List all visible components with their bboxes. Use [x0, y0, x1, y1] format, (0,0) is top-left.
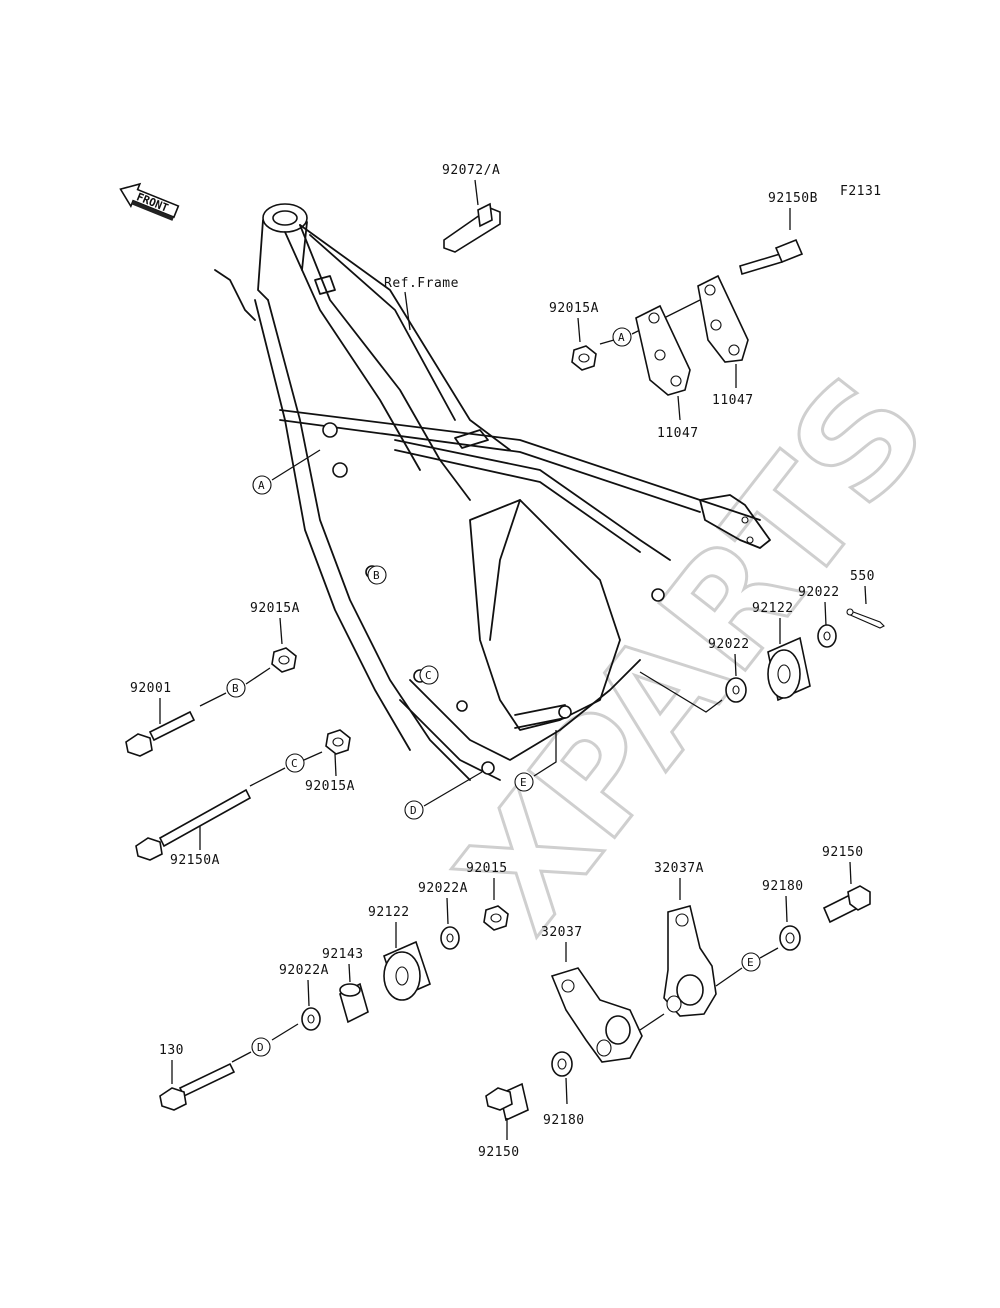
svg-text:B: B — [373, 569, 380, 582]
label-92143: 92143 — [322, 947, 364, 962]
part-92150-bolt-a — [822, 885, 871, 924]
label-92180-b: 92180 — [543, 1113, 585, 1128]
part-92180-washer-b — [551, 1051, 573, 1077]
callout-A-top: A — [612, 327, 632, 347]
part-92022A-washer-b — [301, 1007, 321, 1031]
label-92015: 92015 — [466, 861, 508, 876]
label-32037: 32037 — [541, 925, 583, 940]
callout-C-bolt: C — [285, 753, 305, 773]
part-550-cotter-pin — [846, 608, 885, 629]
label-92001: 92001 — [130, 681, 172, 696]
callout-E-frame: E — [514, 772, 534, 792]
part-92150-bolt-b — [485, 1082, 529, 1122]
label-11047-b: 11047 — [712, 393, 754, 408]
part-92122-rubber-a — [767, 636, 811, 702]
svg-text:D: D — [410, 804, 417, 817]
motorcycle-frame — [214, 203, 771, 781]
svg-text:E: E — [747, 956, 754, 969]
part-92015-nut — [483, 905, 509, 931]
part-92143-collar — [339, 982, 369, 1024]
label-92022A-b: 92022A — [279, 963, 329, 978]
part-92015A-nut-b — [271, 647, 297, 673]
label-550: 550 — [850, 569, 875, 584]
label-92150-a: 92150 — [822, 845, 864, 860]
label-11047-a: 11047 — [657, 426, 699, 441]
part-92122-rubber-b — [383, 940, 431, 1001]
label-92180-a: 92180 — [762, 879, 804, 894]
part-92022-washer-b — [725, 677, 747, 703]
label-92122-b: 92122 — [368, 905, 410, 920]
part-92015A-nut-top — [571, 345, 597, 371]
svg-text:A: A — [258, 479, 265, 492]
svg-text:B: B — [232, 682, 239, 695]
svg-text:D: D — [257, 1041, 264, 1054]
callout-D-bolt: D — [251, 1037, 271, 1057]
callout-E-bracket: E — [741, 952, 761, 972]
ref-frame-label: Ref.Frame — [384, 276, 459, 291]
label-92015A-b: 92015A — [250, 601, 300, 616]
label-92122-a: 92122 — [752, 601, 794, 616]
part-92022-washer-a — [817, 624, 837, 648]
label-92015A-c: 92015A — [305, 779, 355, 794]
label-92022-b: 92022 — [708, 637, 750, 652]
callout-D-frame: D — [404, 800, 424, 820]
label-92072A: 92072/A — [442, 163, 500, 178]
callout-C-frame: C — [419, 665, 439, 685]
part-92015A-nut-c — [325, 729, 351, 755]
label-92150A: 92150A — [170, 853, 220, 868]
label-32037A: 32037A — [654, 861, 704, 876]
part-92001-bolt — [125, 710, 196, 757]
figure-code: F2131 — [840, 184, 882, 199]
front-arrow-icon: FRONT — [119, 182, 180, 221]
callout-B-bolt: B — [226, 678, 246, 698]
part-92072A-clamp — [443, 202, 501, 253]
label-92022A-a: 92022A — [418, 881, 468, 896]
svg-text:C: C — [425, 669, 432, 682]
label-92150-b: 92150 — [478, 1145, 520, 1160]
callout-B-frame: B — [367, 565, 387, 585]
part-92150A-bolt — [135, 788, 252, 861]
part-92150B-bolt — [739, 238, 804, 276]
label-92150B: 92150B — [768, 191, 818, 206]
part-92022A-washer-a — [440, 926, 460, 950]
label-92022-a: 92022 — [798, 585, 840, 600]
callout-A-frame: A — [252, 475, 272, 495]
label-130: 130 — [159, 1043, 184, 1058]
label-92015A-top: 92015A — [549, 301, 599, 316]
svg-text:C: C — [291, 757, 298, 770]
part-32037A-bracket — [663, 905, 717, 1017]
part-11047-bracket-a — [635, 304, 691, 396]
part-32037-bracket — [550, 967, 643, 1063]
part-92180-washer-a — [779, 925, 801, 951]
part-11047-bracket-b — [697, 274, 749, 363]
svg-text:E: E — [520, 776, 527, 789]
svg-text:A: A — [618, 331, 625, 344]
part-130-bolt — [159, 1062, 236, 1111]
